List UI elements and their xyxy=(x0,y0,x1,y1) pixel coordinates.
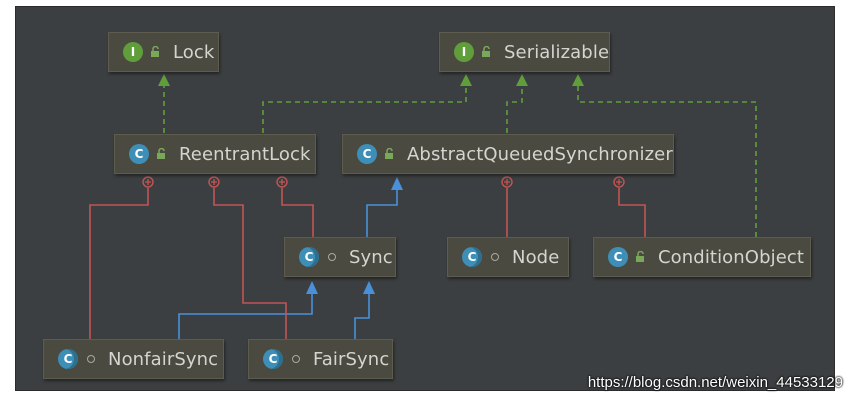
static-class-icon: C xyxy=(462,247,482,267)
edge-nonfair-inner-reentrantlock xyxy=(89,188,149,339)
interface-icon: I xyxy=(123,42,143,62)
public-unlock-icon xyxy=(383,147,397,161)
edge-nonfair-extends-sync xyxy=(178,290,313,339)
node-lock[interactable]: I Lock xyxy=(108,32,219,72)
arrow-sync-2 xyxy=(363,281,375,294)
node-serializable[interactable]: I Serializable xyxy=(439,32,610,72)
edge-sync-extends-aqs xyxy=(366,186,398,237)
edge-aqs-implements-serializable xyxy=(506,80,523,133)
node-sync[interactable]: C Sync xyxy=(284,237,396,277)
node-fairsync-label: FairSync xyxy=(313,348,390,370)
edge-conditionobject-implements-serializable xyxy=(577,80,757,237)
node-fairsync[interactable]: C FairSync xyxy=(248,339,393,379)
package-private-icon xyxy=(488,250,502,264)
node-conditionobject-label: ConditionObject xyxy=(658,246,805,268)
interface-icon: I xyxy=(454,42,474,62)
edge-fair-extends-sync xyxy=(354,290,370,339)
package-private-icon xyxy=(325,250,339,264)
class-icon: C xyxy=(129,144,149,164)
node-conditionobject[interactable]: C ConditionObject xyxy=(593,237,811,277)
arrow-serializable-1 xyxy=(460,74,472,86)
class-icon: C xyxy=(357,144,377,164)
arrow-serializable-3 xyxy=(572,74,584,86)
node-node[interactable]: C Node xyxy=(447,237,569,277)
arrow-lock xyxy=(158,74,170,86)
node-reentrantlock-label: ReentrantLock xyxy=(179,143,311,165)
node-sync-label: Sync xyxy=(349,246,393,268)
node-nonfairsync-label: NonfairSync xyxy=(108,348,219,370)
arrow-sync-1 xyxy=(306,281,318,294)
package-private-icon xyxy=(84,352,98,366)
node-serializable-label: Serializable xyxy=(504,41,610,63)
class-icon: C xyxy=(608,247,628,267)
arrow-aqs xyxy=(391,177,403,190)
node-nonfairsync[interactable]: C NonfairSync xyxy=(43,339,224,379)
watermark-url: https://blog.csdn.net/weixin_44533129 xyxy=(587,374,843,391)
node-reentrantlock[interactable]: C ReentrantLock xyxy=(114,134,316,174)
public-unlock-icon xyxy=(155,147,169,161)
arrow-serializable-2 xyxy=(516,74,528,86)
static-class-icon: C xyxy=(58,349,78,369)
edge-fair-inner-reentrantlock xyxy=(213,188,287,339)
edge-conditionobject-inner-aqs xyxy=(618,188,646,237)
node-aqs[interactable]: C AbstractQueuedSynchronizer xyxy=(342,134,674,174)
node-lock-label: Lock xyxy=(173,41,215,63)
static-class-icon: C xyxy=(299,247,319,267)
package-private-icon xyxy=(289,352,303,366)
static-class-icon: C xyxy=(263,349,283,369)
node-aqs-label: AbstractQueuedSynchronizer xyxy=(407,143,673,165)
node-node-label: Node xyxy=(512,246,560,268)
public-unlock-icon xyxy=(149,45,163,59)
public-unlock-icon xyxy=(634,250,648,264)
edge-reentrantlock-implements-serializable xyxy=(262,80,467,133)
edge-sync-inner-reentrantlock xyxy=(281,188,314,237)
public-unlock-icon xyxy=(480,45,494,59)
